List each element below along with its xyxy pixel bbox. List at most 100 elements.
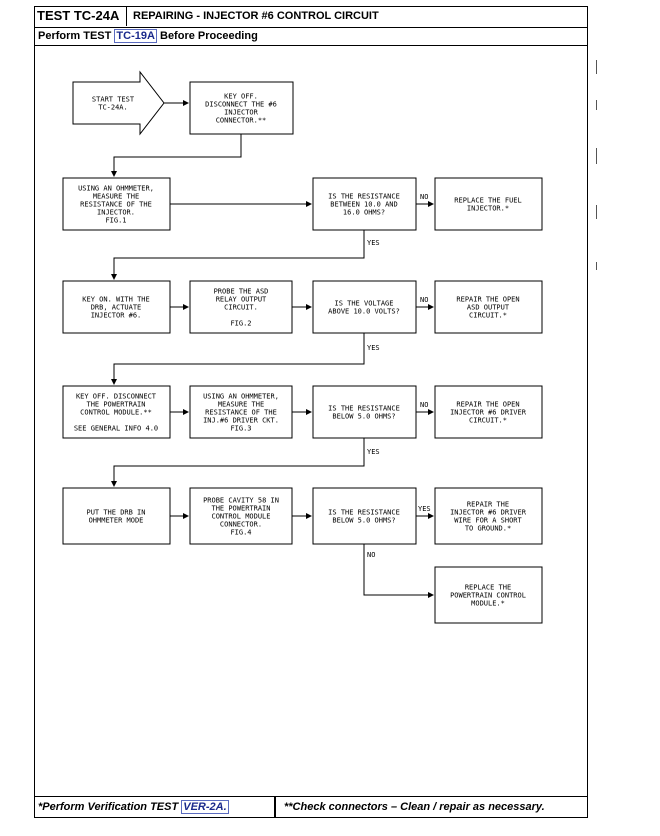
- flow-text-line: OHMMETER MODE: [89, 517, 144, 525]
- flow-text-line: IS THE RESISTANCE: [328, 405, 400, 413]
- header-bar: TEST TC-24A REPAIRING - INJECTOR #6 CONT…: [34, 6, 588, 28]
- flow-text-line: RESISTANCE OF THE: [205, 409, 277, 417]
- flow-text-line: DRB, ACTUATE: [91, 304, 142, 312]
- flow-text-line: FIG.1: [105, 217, 126, 225]
- branch-no-3: NO: [420, 401, 428, 409]
- start-shape: [72, 70, 165, 136]
- branch-yes-3: YES: [367, 448, 380, 456]
- flow-text-line: POWERTRAIN CONTROL: [450, 592, 526, 600]
- ohmmeter-2-text: USING AN OHMMETER,MEASURE THERESISTANCE …: [203, 393, 279, 433]
- flow-text-line: CONNECTOR.: [220, 521, 262, 529]
- flow-text-line: RELAY OUTPUT: [216, 296, 267, 304]
- footer-bar: *Perform Verification TEST VER-2A. **Che…: [34, 796, 588, 818]
- flow-text-line: TO GROUND.*: [465, 525, 511, 533]
- flow-text-line: ABOVE 10.0 VOLTS?: [328, 308, 400, 316]
- flow-text-line: REPAIR THE OPEN: [456, 296, 519, 304]
- flow-text-line: PROBE THE ASD: [214, 288, 269, 296]
- test-ver2a-link[interactable]: VER-2A.: [181, 800, 229, 814]
- flow-text-line: PUT THE DRB IN: [86, 509, 145, 517]
- flow-text-line: FIG.4: [230, 529, 251, 537]
- flow-text-line: CONNECTOR.**: [216, 117, 267, 125]
- footer-divider: [274, 797, 276, 817]
- flow-text-line: DISCONNECT THE #6: [205, 101, 277, 109]
- flow-text-line: IS THE VOLTAGE: [334, 300, 393, 308]
- flow-text-line: USING AN OHMMETER,: [203, 393, 279, 401]
- flow-text-line: SEE GENERAL INFO 4.0: [74, 425, 158, 433]
- page-title: REPAIRING - INJECTOR #6 CONTROL CIRCUIT: [133, 10, 379, 22]
- branch-no-1: NO: [420, 193, 428, 201]
- box-repair-asd: [434, 280, 543, 334]
- flow-text-line: IS THE RESISTANCE: [328, 509, 400, 517]
- margin-mark: [596, 262, 597, 270]
- flow-text-line: BELOW 5.0 OHMS?: [332, 413, 395, 421]
- box-repair-short: [434, 487, 543, 545]
- margin-mark: [596, 60, 597, 74]
- flow-text-line: CIRCUIT.*: [469, 312, 507, 320]
- flow-text-line: KEY ON. WITH THE: [82, 296, 149, 304]
- test-id: TEST TC-24A: [34, 6, 127, 26]
- flow-text-line: INJ.#6 DRIVER CKT.: [203, 417, 279, 425]
- flow-text-line: START TEST: [92, 96, 135, 104]
- flow-text-line: WIRE FOR A SHORT: [454, 517, 522, 525]
- flow-text-line: CONTROL MODULE.**: [80, 409, 152, 417]
- flow-text-line: KEY OFF.: [224, 93, 258, 101]
- flow-text-line: 16.0 OHMS?: [343, 209, 385, 217]
- test-tc19a-link[interactable]: TC-19A: [114, 29, 157, 43]
- flow-text-line: USING AN OHMMETER,: [78, 185, 154, 193]
- flow-text-line: IS THE RESISTANCE: [328, 193, 400, 201]
- perform-prefix: Perform TEST: [38, 30, 112, 42]
- flow-text-line: INJECTOR: [224, 109, 259, 117]
- margin-mark: [596, 205, 597, 219]
- flow-text-line: MEASURE THE: [218, 401, 264, 409]
- box-replace-pcm: [434, 566, 543, 624]
- branch-yes-4: YES: [418, 505, 431, 513]
- box-repair-driver-open: [434, 385, 543, 439]
- flow-text-line: RESISTANCE OF THE: [80, 201, 152, 209]
- page-frame: [34, 6, 588, 818]
- footer-verification: *Perform Verification TEST VER-2A.: [38, 797, 229, 818]
- flow-text-line: KEY OFF. DISCONNECT: [76, 393, 157, 401]
- key-off-text: KEY OFF.DISCONNECT THE #6INJECTORCONNECT…: [205, 93, 277, 125]
- flow-text-line: PROBE CAVITY 58 IN: [203, 497, 279, 505]
- flow-text-line: THE POWERTRAIN: [86, 401, 145, 409]
- margin-mark: [596, 100, 597, 110]
- prerequisite-line: Perform TEST TC-19A Before Proceeding: [34, 28, 588, 46]
- branch-no-4: NO: [367, 551, 375, 559]
- flow-text-line: THE POWERTRAIN: [211, 505, 270, 513]
- footer-verification-text: *Perform Verification TEST: [38, 801, 179, 813]
- flow-text-line: BELOW 5.0 OHMS?: [332, 517, 395, 525]
- flow-text-line: ASD OUTPUT: [467, 304, 510, 312]
- flow-text-line: REPLACE THE: [465, 584, 511, 592]
- branch-yes-2: YES: [367, 344, 380, 352]
- flow-text-line: INJECTOR #6 DRIVER: [450, 509, 527, 517]
- flow-text-line: INJECTOR #6 DRIVER: [450, 409, 527, 417]
- flow-text-line: FIG.2: [230, 320, 251, 328]
- branch-no-2: NO: [420, 296, 428, 304]
- perform-suffix: Before Proceeding: [160, 30, 258, 42]
- flow-text-line: INJECTOR.*: [467, 205, 509, 213]
- flow-text-line: TC-24A.: [98, 104, 128, 112]
- margin-mark: [596, 148, 597, 164]
- flow-text-line: CIRCUIT.: [224, 304, 258, 312]
- flow-text-line: REPLACE THE FUEL: [454, 197, 521, 205]
- box-replace-injector: [434, 177, 543, 231]
- flow-text-line: REPAIR THE OPEN: [456, 401, 519, 409]
- flow-text-line: INJECTOR #6.: [91, 312, 142, 320]
- flow-text-line: REPAIR THE: [467, 501, 509, 509]
- ohmmeter-1-text: USING AN OHMMETER,MEASURE THERESISTANCE …: [78, 185, 154, 225]
